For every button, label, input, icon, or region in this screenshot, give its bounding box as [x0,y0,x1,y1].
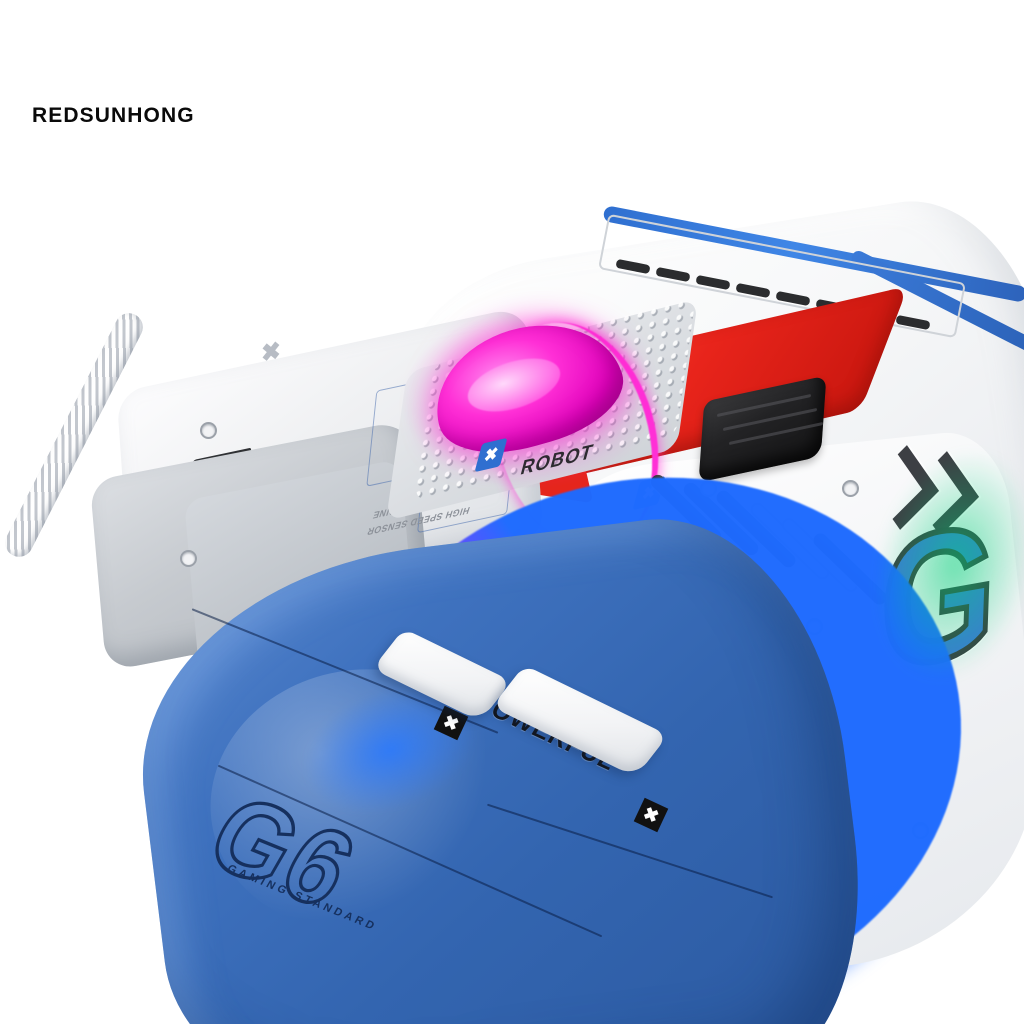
screw-icon [180,550,197,567]
watermark-text: REDSUNHONG [32,104,195,127]
screw-icon [200,422,217,439]
screw-icon [842,480,859,497]
gaming-mouse: ✖ GAMING ENGINE HIGH SPEED SENSOR ROBOT … [0,150,1024,1024]
x-engrave-icon: ✖ [261,336,281,369]
